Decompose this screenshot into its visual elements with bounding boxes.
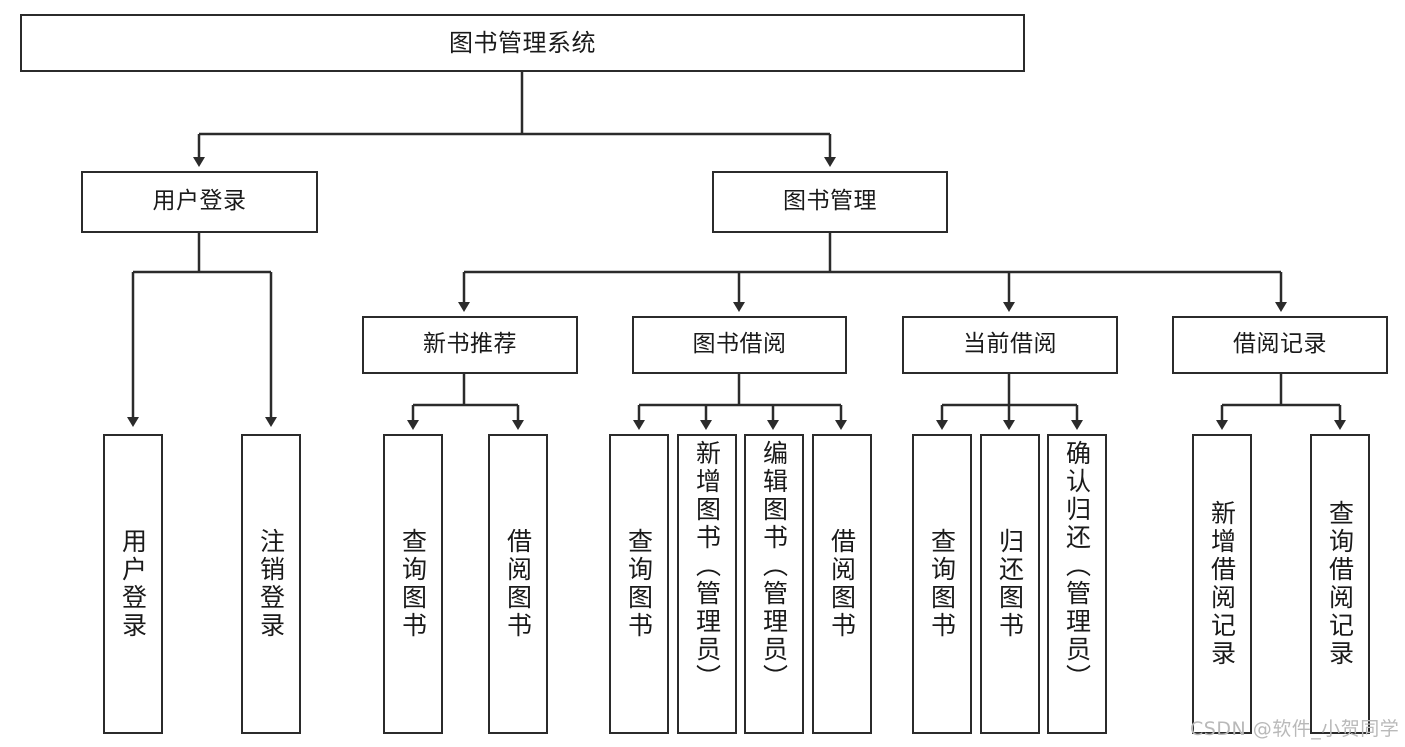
node-borrow-record[interactable]: 借阅记录 (1172, 316, 1388, 374)
leaf-borrow-book-2[interactable]: 借阅图书 (812, 434, 872, 734)
node-label: 新增图书（管理员） (692, 440, 722, 692)
leaf-add-record[interactable]: 新增借阅记录 (1192, 434, 1252, 734)
node-book-management[interactable]: 图书管理 (712, 171, 948, 233)
leaf-confirm-return[interactable]: 确认归还（管理员） (1047, 434, 1107, 734)
node-label: 借阅图书 (827, 528, 857, 640)
node-label: 图书管理系统 (449, 28, 596, 57)
leaf-query-book-3[interactable]: 查询图书 (912, 434, 972, 734)
watermark-csdn: CSDN @软件_小贺同学 (1190, 718, 1400, 740)
node-label: 查询图书 (624, 528, 654, 640)
leaf-query-record[interactable]: 查询借阅记录 (1310, 434, 1370, 734)
leaf-edit-book[interactable]: 编辑图书（管理员） (744, 434, 804, 734)
leaf-add-book[interactable]: 新增图书（管理员） (677, 434, 737, 734)
node-label: 编辑图书（管理员） (759, 440, 789, 692)
node-label: 归还图书 (995, 528, 1025, 640)
node-label: 用户登录 (118, 528, 148, 640)
node-label: 查询借阅记录 (1325, 500, 1355, 668)
node-label: 用户登录 (152, 188, 247, 215)
leaf-user-login[interactable]: 用户登录 (103, 434, 163, 734)
node-root-book-management-system[interactable]: 图书管理系统 (20, 14, 1025, 72)
leaf-query-book-2[interactable]: 查询图书 (609, 434, 669, 734)
node-label: 新书推荐 (423, 331, 517, 358)
node-label: 当前借阅 (963, 331, 1057, 358)
node-label: 确认归还（管理员） (1062, 440, 1092, 692)
node-current-borrow[interactable]: 当前借阅 (902, 316, 1118, 374)
leaf-borrow-book-1[interactable]: 借阅图书 (488, 434, 548, 734)
node-label: 查询图书 (398, 528, 428, 640)
node-label: 借阅图书 (503, 528, 533, 640)
node-user-login[interactable]: 用户登录 (81, 171, 318, 233)
node-label: 图书管理 (783, 188, 877, 215)
leaf-logout-login[interactable]: 注销登录 (241, 434, 301, 734)
node-label: 图书借阅 (692, 331, 787, 358)
node-new-book-recommend[interactable]: 新书推荐 (362, 316, 578, 374)
node-book-borrow[interactable]: 图书借阅 (632, 316, 847, 374)
node-label: 新增借阅记录 (1207, 500, 1237, 668)
node-label: 借阅记录 (1233, 331, 1327, 358)
node-label: 注销登录 (256, 528, 286, 640)
node-label: 查询图书 (927, 528, 957, 640)
leaf-return-book[interactable]: 归还图书 (980, 434, 1040, 734)
leaf-query-book-1[interactable]: 查询图书 (383, 434, 443, 734)
